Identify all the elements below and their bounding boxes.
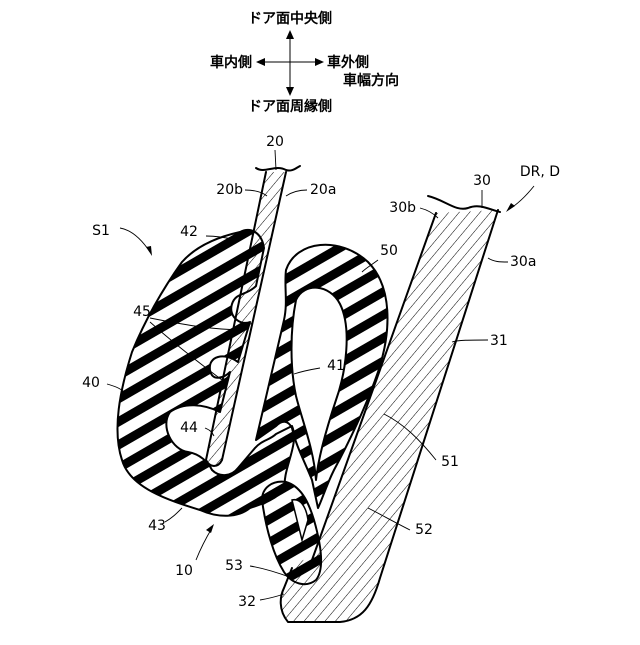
label-20: 20 bbox=[266, 134, 284, 150]
label-53: 53 bbox=[225, 558, 243, 574]
direction-left-label: 車内側 bbox=[210, 54, 252, 71]
direction-down-label: ドア面周縁側 bbox=[248, 98, 332, 115]
direction-indicator: ドア面中央側 ドア面周縁側 車内側 車外側 車幅方向 bbox=[210, 10, 399, 115]
label-51: 51 bbox=[441, 454, 459, 470]
label-30b: 30b bbox=[389, 200, 416, 216]
seal-lip-53 bbox=[262, 482, 321, 584]
label-42: 42 bbox=[180, 224, 198, 240]
label-43: 43 bbox=[148, 518, 166, 534]
label-31: 31 bbox=[490, 333, 508, 349]
label-52: 52 bbox=[415, 522, 433, 538]
direction-up-label: ドア面中央側 bbox=[248, 10, 332, 27]
label-50: 50 bbox=[380, 243, 398, 259]
direction-right-label: 車外側 bbox=[327, 54, 369, 71]
label-32: 32 bbox=[238, 594, 256, 610]
label-41: 41 bbox=[327, 358, 345, 374]
label-10: 10 bbox=[175, 563, 193, 579]
label-45: 45 bbox=[133, 304, 151, 320]
label-dr-d: DR, D bbox=[520, 164, 560, 180]
label-30: 30 bbox=[473, 173, 491, 189]
label-s1: S1 bbox=[92, 223, 110, 239]
label-30a: 30a bbox=[510, 254, 536, 270]
label-20b: 20b bbox=[216, 182, 243, 198]
seal-body-40 bbox=[117, 230, 294, 516]
label-20a: 20a bbox=[310, 182, 336, 198]
label-44: 44 bbox=[180, 420, 198, 436]
label-40: 40 bbox=[82, 375, 100, 391]
direction-right-sub-label: 車幅方向 bbox=[343, 72, 399, 89]
